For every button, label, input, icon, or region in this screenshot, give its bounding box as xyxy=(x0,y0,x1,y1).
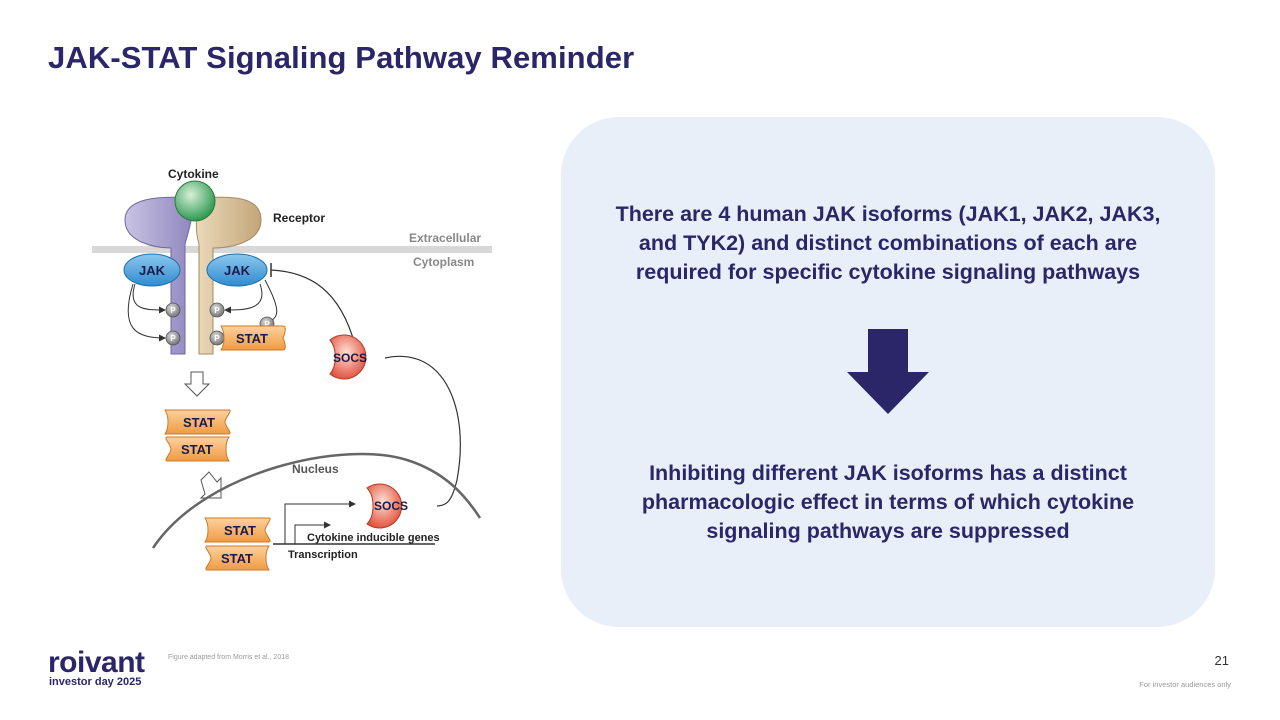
logo-subtitle: investor day 2025 xyxy=(49,676,142,688)
page-number: 21 xyxy=(1214,653,1229,668)
cytokine-genes-label: Cytokine inducible genes xyxy=(307,532,440,544)
slide-title: JAK-STAT Signaling Pathway Reminder xyxy=(48,40,635,75)
stat-dimer-top-label: STAT xyxy=(183,415,215,430)
stat-dimer-bottom xyxy=(165,436,230,462)
phospho-arrow xyxy=(262,279,278,326)
roivant-logo: roivant xyxy=(48,646,145,679)
stat-dimer-top xyxy=(164,409,231,435)
phosphate xyxy=(165,302,181,318)
down-arrow-icon xyxy=(847,329,929,414)
phospho-arrow xyxy=(132,283,166,314)
stat-dimer-nuclear-top-label: STAT xyxy=(224,523,256,538)
stat-bound-label: STAT xyxy=(236,331,268,346)
extracellular-label: Extracellular xyxy=(409,231,481,245)
socs-cytoplasm-label: SOCS xyxy=(333,351,367,365)
stat-dimer-nuclear-top xyxy=(204,517,271,543)
socs-nucleus-label: SOCS xyxy=(374,499,408,513)
phosphate xyxy=(165,330,181,346)
stat-dimer-nuclear-bottom-label: STAT xyxy=(221,551,253,566)
socs-feedback-curve xyxy=(384,355,461,507)
phosphate-label: P xyxy=(214,334,220,343)
phosphate xyxy=(209,302,225,318)
stat-dimer-bottom-label: STAT xyxy=(181,442,213,457)
stat-dimer-nuclear-bottom xyxy=(205,545,270,571)
inhibition-statement-line: pharmacologic effect in terms of which c… xyxy=(641,490,1135,514)
transcription-arrow-genes xyxy=(294,521,331,544)
inhibition-statement-line: Inhibiting different JAK isoforms has a … xyxy=(649,461,1127,485)
phospho-arrow xyxy=(127,283,166,342)
isoform-statement-line: and TYK2) and distinct combinations of e… xyxy=(638,231,1138,255)
cell-membrane xyxy=(92,246,492,253)
figure-footnote: Figure adapted from Morris et al., 2018 xyxy=(168,654,290,661)
jak-left xyxy=(123,253,181,287)
key-message-panel: There are 4 human JAK isoforms (JAK1, JA… xyxy=(561,117,1215,627)
receptor-label: Receptor xyxy=(273,211,325,225)
cytoplasm-label: Cytoplasm xyxy=(413,255,474,269)
jak-left-label: JAK xyxy=(139,263,166,278)
phospho-arrow xyxy=(224,283,263,314)
jak-stat-diagram: Extracellular Cytoplasm Cytokine Recepto… xyxy=(85,160,505,590)
isoform-statement: There are 4 human JAK isoforms (JAK1, JA… xyxy=(561,200,1215,287)
translocation-arrow xyxy=(183,371,211,397)
nucleus-label: Nucleus xyxy=(292,462,339,476)
phosphate-label: P xyxy=(170,306,176,315)
phosphate-label: P xyxy=(170,334,176,343)
jak-right xyxy=(206,253,268,287)
transcription-label: Transcription xyxy=(288,549,358,561)
stat-bound xyxy=(220,325,286,351)
nucleus-membrane xyxy=(151,452,482,549)
cytokine-ball xyxy=(174,180,216,222)
jak-stat-diagram-svg: Extracellular Cytoplasm Cytokine Recepto… xyxy=(92,167,492,571)
jak-right-label: JAK xyxy=(224,263,251,278)
inhibition-statement-line: signaling pathways are suppressed xyxy=(706,519,1070,543)
socs-cytoplasm xyxy=(329,334,367,380)
socs-nucleus xyxy=(366,483,403,529)
phosphate-label: P xyxy=(264,320,270,329)
disclaimer: For investor audiences only xyxy=(1139,680,1231,689)
socs-inhibition-line xyxy=(270,269,356,346)
phosphate-label: P xyxy=(214,306,220,315)
isoform-statement-line: There are 4 human JAK isoforms (JAK1, JA… xyxy=(615,202,1161,226)
cytokine-label: Cytokine xyxy=(168,167,219,181)
transcription-arrow-socs xyxy=(284,500,356,544)
inhibition-statement: Inhibiting different JAK isoforms has a … xyxy=(561,459,1215,546)
isoform-statement-line: required for specific cytokine signaling… xyxy=(635,260,1141,284)
